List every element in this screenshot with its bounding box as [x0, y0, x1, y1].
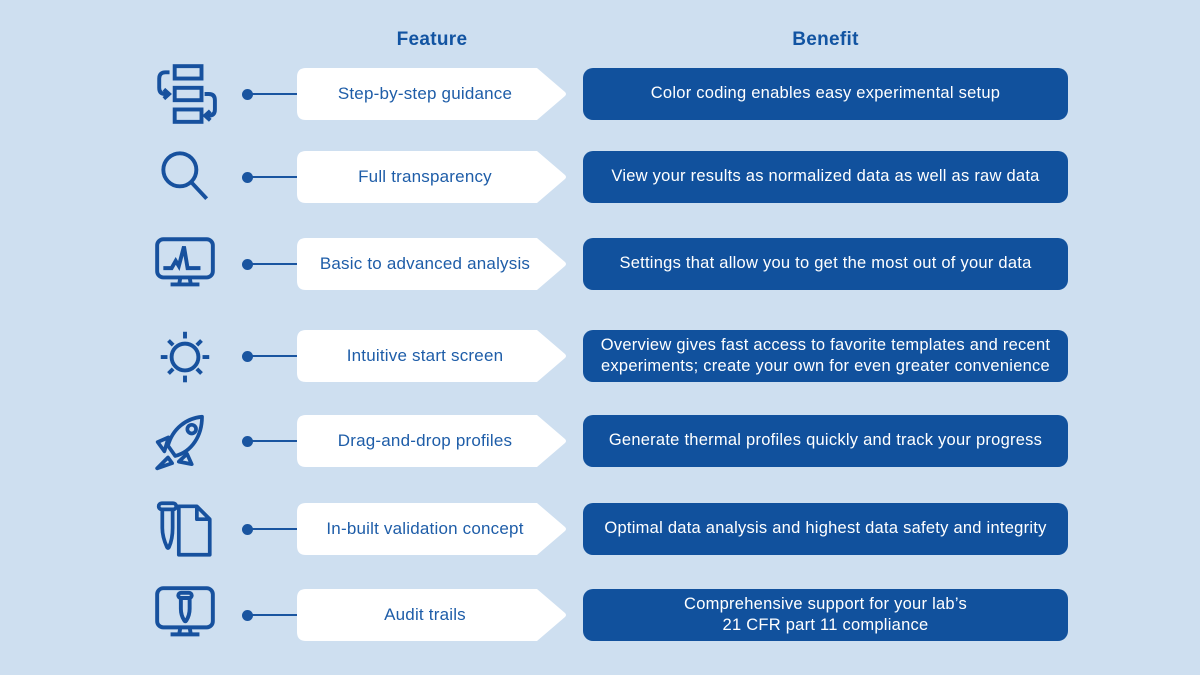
- benefit-box: Color coding enables easy experimental s…: [583, 68, 1068, 120]
- connector-line: [250, 528, 297, 530]
- magnifier-icon: [152, 144, 218, 210]
- feature-label: Full transparency: [358, 167, 492, 186]
- benefit-label: View your results as normalized data as …: [611, 167, 1040, 186]
- sun-icon: [152, 323, 218, 389]
- table-row: Basic to advanced analysis Settings that…: [0, 237, 1200, 290]
- connector-line: [250, 614, 297, 616]
- feature-column-header: Feature: [396, 29, 468, 50]
- benefit-box: Comprehensive support for your lab’s 21 …: [583, 589, 1068, 641]
- benefit-label: Generate thermal profiles quickly and tr…: [608, 431, 1043, 450]
- connector-line: [250, 176, 297, 178]
- table-row: Intuitive start screen Overview gives fa…: [0, 330, 1200, 383]
- table-row: Audit trails Comprehensive support for y…: [0, 586, 1200, 641]
- connector-dot: [242, 609, 253, 621]
- feature-box: Drag-and-drop profiles: [297, 415, 567, 467]
- connector-dot: [242, 435, 253, 447]
- table-row: In-built validation concept Optimal data…: [0, 501, 1200, 557]
- rocket-icon: [152, 408, 218, 474]
- benefit-column-header: Benefit: [792, 29, 859, 50]
- table-row: Drag-and-drop profiles Generate thermal …: [0, 414, 1200, 471]
- feature-box: Step-by-step guidance: [297, 68, 567, 120]
- connector-line: [250, 263, 297, 265]
- benefit-box: Generate thermal profiles quickly and tr…: [583, 415, 1068, 467]
- connector-dot: [242, 258, 253, 270]
- connector-dot: [242, 171, 253, 183]
- feature-label: Audit trails: [384, 605, 466, 624]
- connector-dot: [242, 88, 253, 100]
- monitor-curve-icon: [152, 231, 218, 297]
- benefit-label: Comprehensive support for your lab’s 21 …: [684, 594, 967, 634]
- benefit-box: Overview gives fast access to favorite t…: [583, 330, 1068, 382]
- feature-label: Step-by-step guidance: [337, 84, 513, 103]
- connector-dot: [242, 523, 253, 535]
- benefit-label: Overview gives fast access to favorite t…: [600, 335, 1051, 375]
- arrow-shape: [297, 151, 566, 203]
- benefit-box: View your results as normalized data as …: [583, 151, 1068, 203]
- connector-line: [250, 93, 297, 95]
- table-row: Step-by-step guidance Color coding enabl…: [0, 64, 1200, 124]
- table-row: Full transparency View your results as n…: [0, 151, 1200, 203]
- feature-label: In-built validation concept: [326, 519, 524, 538]
- feature-label: Intuitive start screen: [346, 346, 504, 365]
- benefit-label: Optimal data analysis and highest data s…: [604, 519, 1047, 538]
- feature-label: Drag-and-drop profiles: [337, 431, 513, 450]
- arrow-shape: [297, 589, 566, 641]
- feature-box: Basic to advanced analysis: [297, 238, 567, 290]
- arrow-shape: [297, 415, 566, 467]
- benefit-label: Color coding enables easy experimental s…: [650, 84, 1001, 103]
- connector-line: [250, 440, 297, 442]
- arrow-shape: [297, 238, 566, 290]
- workflow-steps-icon: [152, 61, 218, 127]
- connector-dot: [242, 350, 253, 362]
- monitor-tube-icon: [152, 582, 218, 648]
- arrow-shape: [297, 330, 566, 382]
- feature-label: Basic to advanced analysis: [319, 254, 531, 273]
- benefit-box: Optimal data analysis and highest data s…: [583, 503, 1068, 555]
- arrow-shape: [297, 503, 566, 555]
- tube-document-icon: [152, 496, 218, 562]
- benefit-box: Settings that allow you to get the most …: [583, 238, 1068, 290]
- feature-box: Audit trails: [297, 589, 567, 641]
- feature-box: Intuitive start screen: [297, 330, 567, 382]
- feature-box: Full transparency: [297, 151, 567, 203]
- connector-line: [250, 355, 297, 357]
- feature-box: In-built validation concept: [297, 503, 567, 555]
- arrow-shape: [297, 68, 566, 120]
- benefit-label: Settings that allow you to get the most …: [619, 254, 1032, 273]
